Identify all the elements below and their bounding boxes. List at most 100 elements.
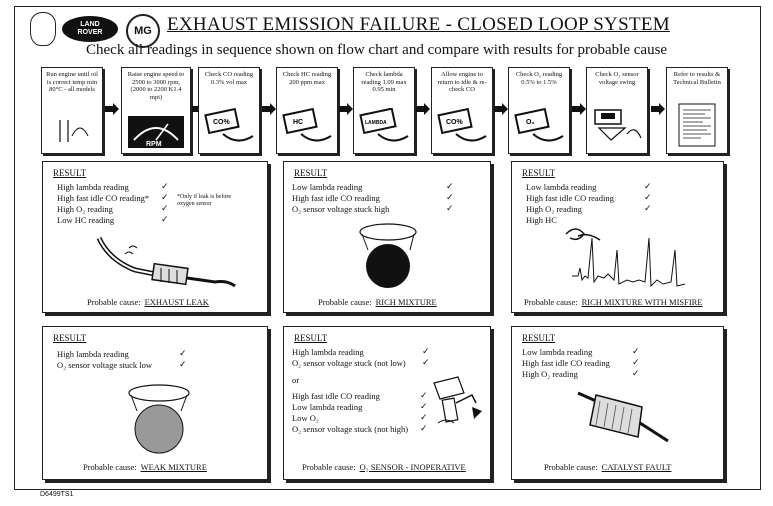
result-heading: RESULT xyxy=(522,333,556,343)
result-line: O₂ sensor voltage stuck high xyxy=(292,204,390,214)
flow-step-1: Run engine until oil is correct temp min… xyxy=(41,67,103,154)
check-mark-icon: ✓ xyxy=(179,359,187,369)
result-line: Low HC reading xyxy=(57,215,115,225)
result-line: O₂ sensor voltage stuck low xyxy=(57,360,153,370)
black-exhaust-pipe-illustration xyxy=(359,223,417,288)
check-mark-icon: ✓ xyxy=(632,346,640,356)
check-mark-icon: ✓ xyxy=(632,357,640,367)
flow-step-4: Check HC reading 200 ppm max HC xyxy=(276,67,338,154)
result-heading: RESULT xyxy=(294,168,328,178)
result-panel-rich-mixture: RESULT Low lambda reading High fast idle… xyxy=(283,161,491,313)
result-panel-catalyst-fault: RESULT Low lambda reading High fast idle… xyxy=(511,326,724,480)
result-heading: RESULT xyxy=(522,168,556,178)
probable-cause: Probable cause:CATALYST FAULT xyxy=(544,462,672,472)
thermometer-icon xyxy=(59,120,89,142)
result-line: High fast idle CO reading* xyxy=(57,193,150,203)
result-line: High O₂ reading xyxy=(522,369,578,379)
result-line: O₂ sensor voltage stuck (not high) xyxy=(292,424,409,434)
flow-arrow-1 xyxy=(105,103,119,115)
check-mark-icon: ✓ xyxy=(420,423,428,433)
page-subtitle: Check all readings in sequence shown on … xyxy=(86,42,668,58)
exhaust-pipe-illustration xyxy=(96,236,236,288)
hc-display-label: HC xyxy=(293,119,303,126)
check-mark-icon: ✓ xyxy=(644,181,652,191)
o2-display-label: O₂ xyxy=(526,119,535,126)
co-display-label: CO% xyxy=(213,119,231,126)
check-mark-icon: ✓ xyxy=(422,346,430,356)
result-panel-exhaust-leak: RESULT High lambda reading High fast idl… xyxy=(42,161,268,313)
cause-value: WEAK MIXTURE xyxy=(140,462,207,472)
flow-arrow-3 xyxy=(262,103,276,115)
result-line: High HC xyxy=(526,215,557,225)
check-mark-icon: ✓ xyxy=(644,203,652,213)
lambda-display-label: LAMBDA xyxy=(365,120,387,126)
page-title: EXHAUST EMISSION FAILURE - CLOSED LOOP S… xyxy=(167,14,670,35)
check-mark-icon: ✓ xyxy=(161,214,169,224)
tachometer-icon: RPM xyxy=(128,116,184,148)
result-line: High fast idle CO reading xyxy=(526,193,614,203)
voltmeter-icon xyxy=(594,109,642,141)
check-mark-icon: ✓ xyxy=(446,203,454,213)
check-mark-icon: ✓ xyxy=(179,348,187,358)
result-panel-weak-mixture: RESULT High lambda reading O₂ sensor vol… xyxy=(42,326,268,480)
check-mark-icon: ✓ xyxy=(420,390,428,400)
result-line: Low lambda reading xyxy=(522,347,593,357)
result-line: High lambda reading xyxy=(57,182,129,192)
check-mark-icon: ✓ xyxy=(446,192,454,202)
check-mark-icon: ✓ xyxy=(420,401,428,411)
cause-value: EXHAUST LEAK xyxy=(144,297,209,307)
flow-arrow-5 xyxy=(416,103,430,115)
result-line: High lambda reading xyxy=(292,347,364,357)
check-mark-icon: ✓ xyxy=(644,192,652,202)
check-mark-icon: ✓ xyxy=(446,181,454,191)
cause-value: RICH MIXTURE xyxy=(375,297,437,307)
rpm-display-label: RPM xyxy=(146,141,162,148)
oxygen-sensor-illustration xyxy=(433,376,482,424)
flow-step-8: Check O₂ sensor voltage swing xyxy=(586,67,648,154)
grey-exhaust-pipe-illustration xyxy=(128,384,190,454)
cause-value: O₂ SENSOR - INOPERATIVE xyxy=(359,462,466,472)
check-mark-icon: ✓ xyxy=(422,357,430,367)
footnote: *Only if leak is before oxygen sensor xyxy=(177,194,231,207)
catalytic-converter-illustration xyxy=(577,391,669,443)
check-mark-icon: ✓ xyxy=(161,203,169,213)
probable-cause: Probable cause:RICH MIXTURE WITH MISFIRE xyxy=(524,297,703,307)
flow-arrow-4 xyxy=(339,103,353,115)
co-recheck-meter-icon: CO% xyxy=(437,108,487,142)
probable-cause: Probable cause:O₂ SENSOR - INOPERATIVE xyxy=(302,462,466,472)
probable-cause: Probable cause:WEAK MIXTURE xyxy=(83,462,207,472)
lambda-meter-icon: LAMBDA xyxy=(359,108,409,142)
flow-arrow-7 xyxy=(572,103,586,115)
result-line: Low lambda reading xyxy=(526,182,597,192)
result-line: High fast idle CO reading xyxy=(292,193,380,203)
flow-step-6: Allow engine to return to idle & re-chec… xyxy=(431,67,493,154)
result-line: O₂ sensor voltage stuck (not low) xyxy=(292,358,406,368)
flow-arrow-8 xyxy=(651,103,665,115)
flow-step-2: Raise engine speed to 2500 to 3000 rpm, … xyxy=(121,67,191,154)
result-line: High fast idle CO reading xyxy=(522,358,610,368)
result-line: High lambda reading xyxy=(57,349,129,359)
mg-logo: MG xyxy=(126,14,160,48)
cause-value: CATALYST FAULT xyxy=(601,462,672,472)
diagram-frame xyxy=(14,6,761,490)
result-heading: RESULT xyxy=(53,168,87,178)
technical-bulletin-icon xyxy=(678,103,716,147)
result-line: Low O₂ xyxy=(292,413,319,423)
check-mark-icon: ✓ xyxy=(632,368,640,378)
result-line: Low lambda reading xyxy=(292,402,363,412)
result-heading: RESULT xyxy=(53,333,87,343)
flow-step-7: Check O₂ reading 0.5% to 1.5% O₂ xyxy=(508,67,570,154)
probable-cause: Probable cause:EXHAUST LEAK xyxy=(87,297,209,307)
figure-code: D6499TS1 xyxy=(40,491,74,498)
result-line: High fast idle CO reading xyxy=(292,391,380,401)
flow-arrow-6 xyxy=(494,103,508,115)
check-mark-icon: ✓ xyxy=(420,412,428,422)
or-separator: or xyxy=(292,375,300,385)
flow-step-5: Check lambda reading 1.09 max 0.95 min L… xyxy=(353,67,415,154)
result-panel-o2-sensor: RESULT High lambda reading O₂ sensor vol… xyxy=(283,326,491,480)
result-line: High O₂ reading xyxy=(57,204,113,214)
misfire-waveform-illustration xyxy=(565,228,686,288)
check-mark-icon: ✓ xyxy=(161,192,169,202)
o2-meter-icon: O₂ xyxy=(514,108,564,142)
